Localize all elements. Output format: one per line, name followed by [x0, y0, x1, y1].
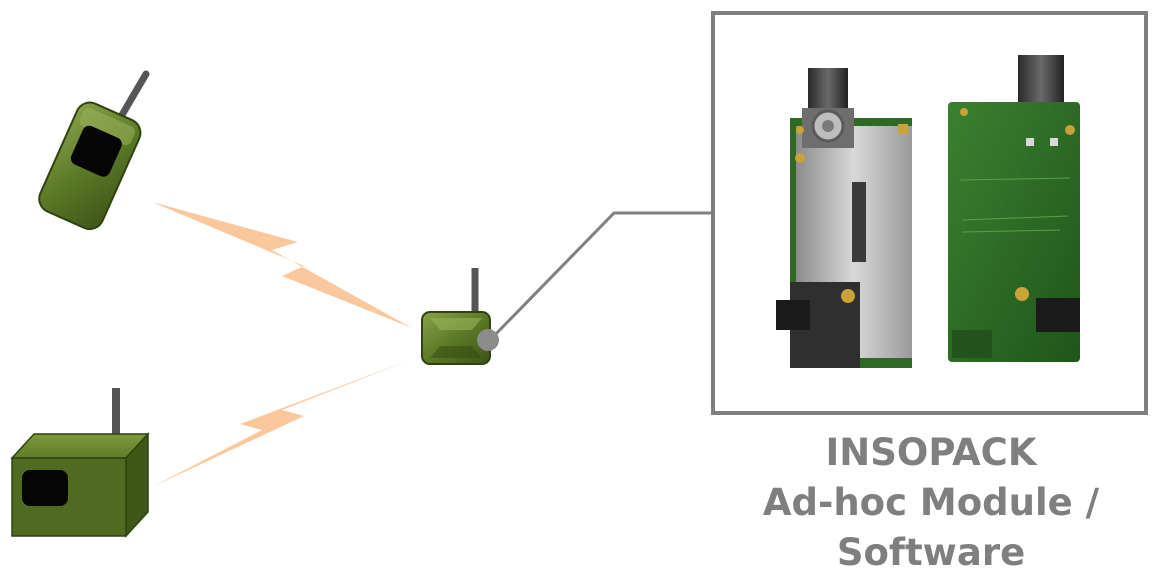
node-port [477, 329, 499, 351]
base-station-icon [10, 388, 150, 538]
module-board-pcb-side [948, 55, 1080, 362]
module-caption: INSOPACK Ad-hoc Module / Software [715, 428, 1147, 578]
wireless-link-lower [154, 360, 410, 486]
handheld-radio-icon [38, 70, 150, 231]
module-photo-frame [711, 11, 1148, 415]
caption-line-3: Software [836, 531, 1026, 574]
wireless-link-upper [152, 202, 412, 328]
connector-line [488, 211, 712, 342]
adhoc-node-icon [421, 268, 491, 365]
caption-line-1: INSOPACK [825, 431, 1037, 474]
caption-line-2: Ad-hoc Module / [762, 481, 1100, 524]
module-board-shield-side [776, 68, 912, 368]
